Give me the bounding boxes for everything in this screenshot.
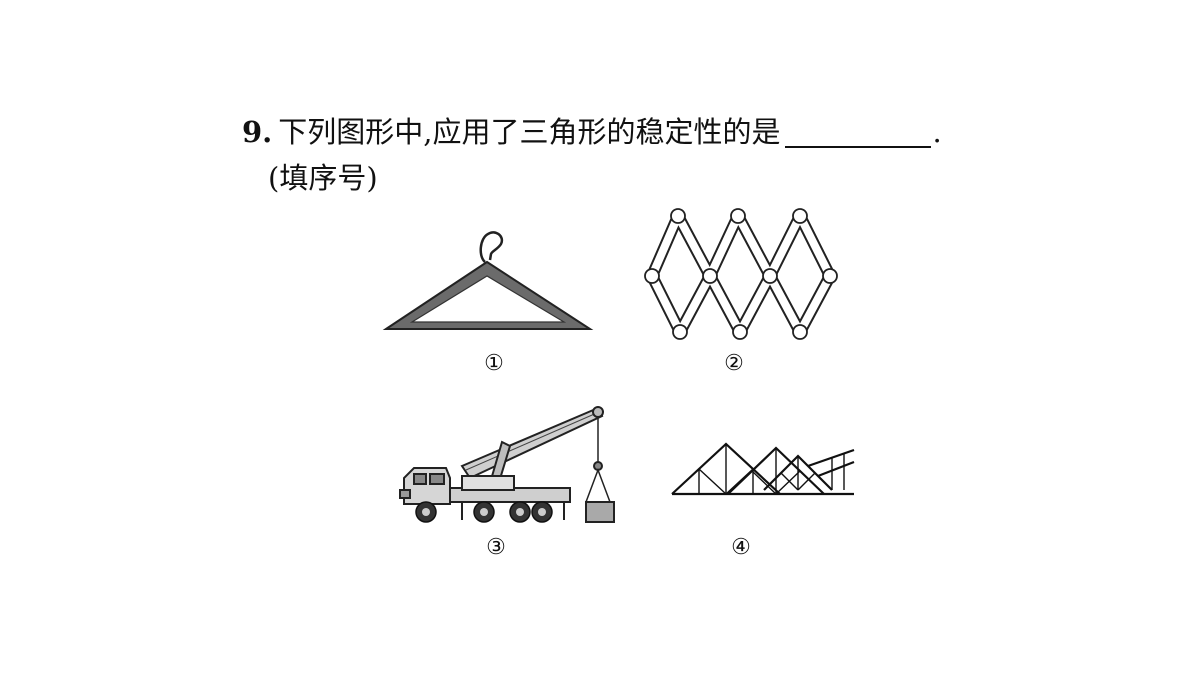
figure-label-1: ①	[484, 351, 504, 376]
folding-lattice-icon	[644, 208, 838, 340]
question-line: 9.下列图形中,应用了三角形的稳定性的是.	[242, 112, 942, 152]
clothes-hanger-icon	[382, 231, 594, 330]
question-text: 下列图形中,应用了三角形的稳定性的是	[278, 115, 781, 149]
crane-truck-icon	[399, 406, 615, 523]
question-number: 9.	[242, 115, 273, 149]
figure-label-4: ④	[731, 535, 751, 560]
figure-label-2: ②	[724, 351, 744, 376]
roof-truss-icon	[671, 442, 855, 496]
question-hint: (填序号)	[268, 161, 378, 195]
answer-blank[interactable]	[784, 116, 931, 148]
question-end-period: .	[932, 115, 942, 149]
figure-label-3: ③	[486, 535, 506, 560]
